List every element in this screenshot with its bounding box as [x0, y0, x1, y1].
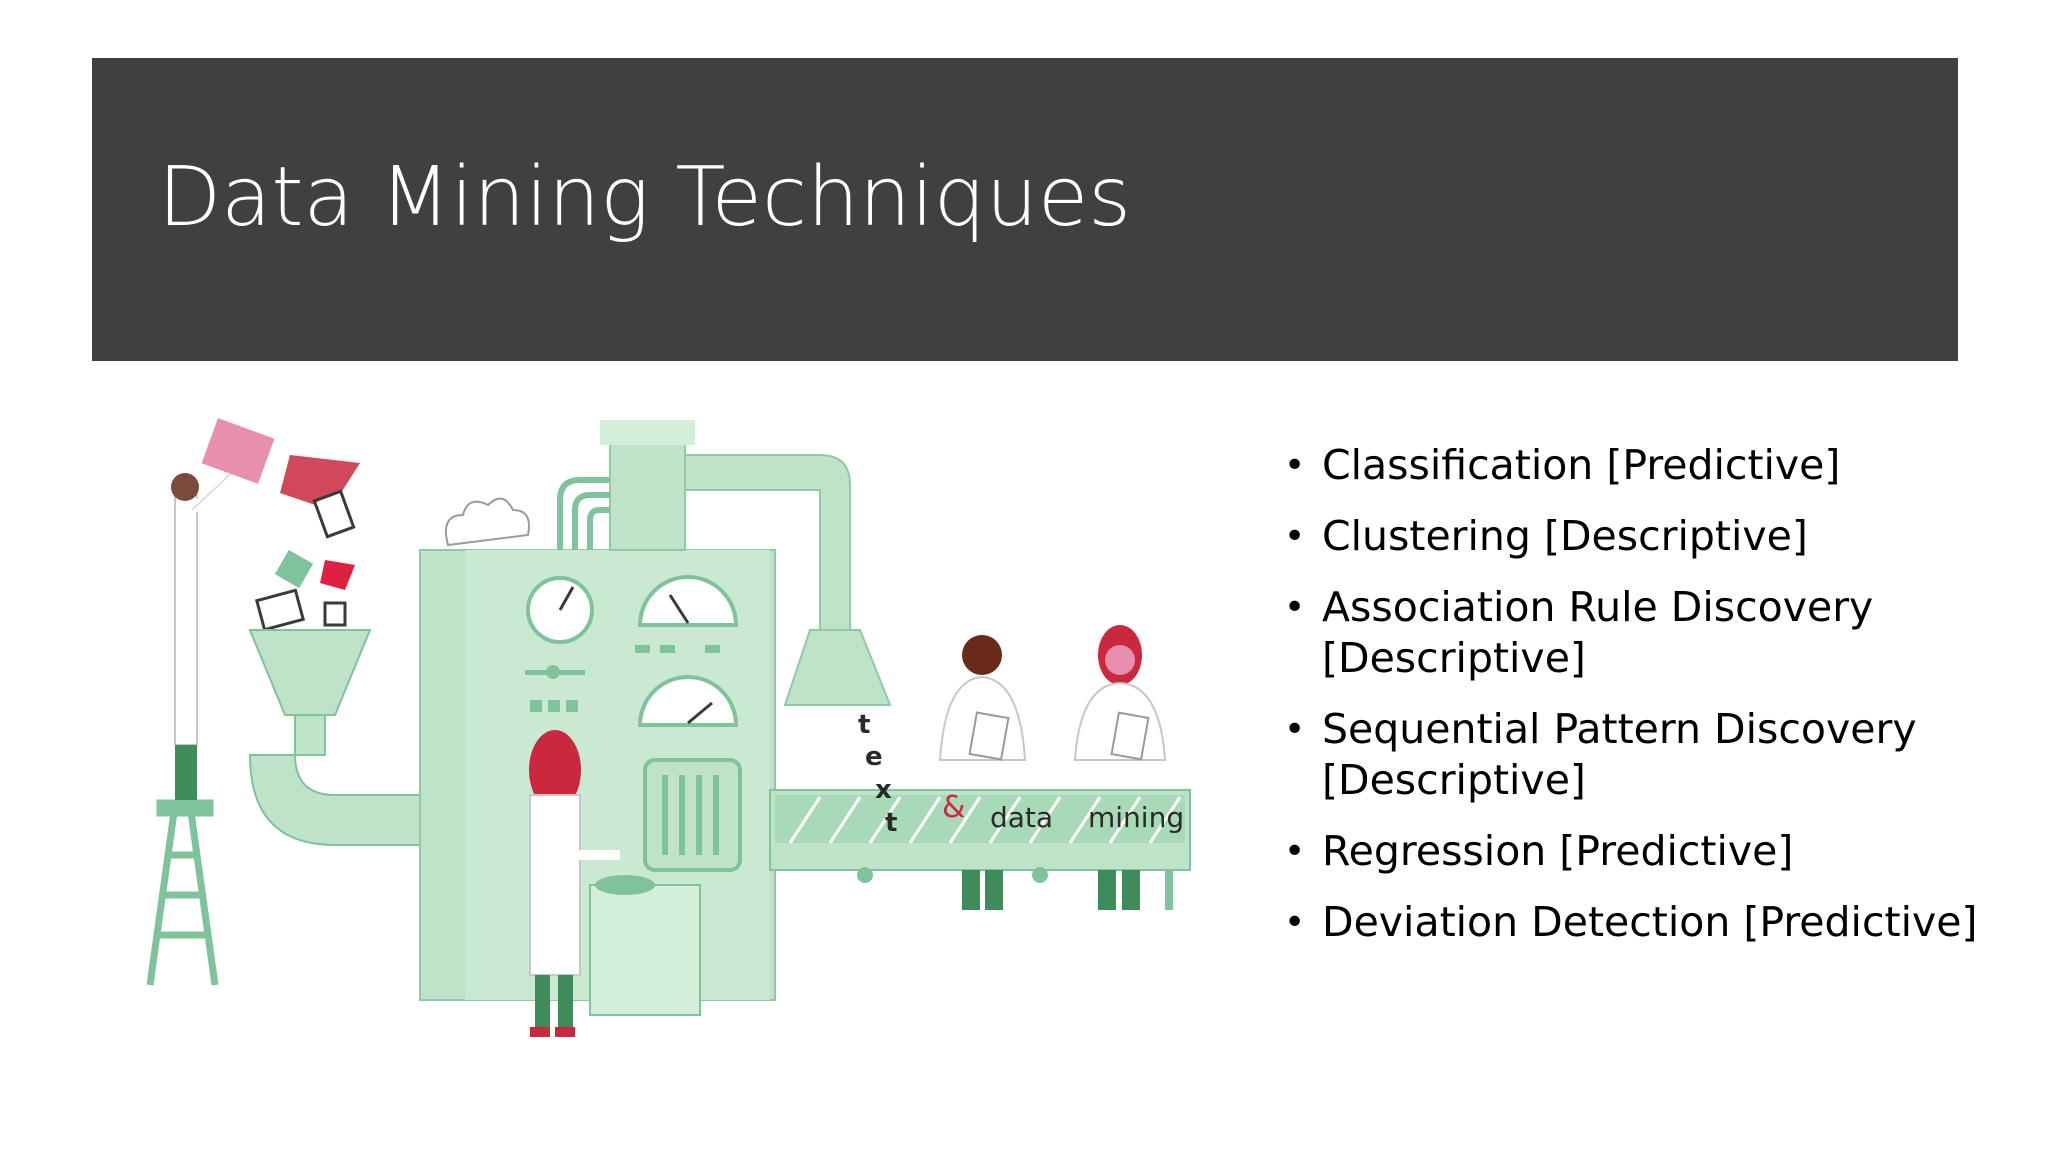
list-item: • Association Rule Discovery [Descriptiv… — [1280, 582, 1980, 684]
man-on-ladder — [171, 461, 244, 800]
woman-at-machine — [529, 730, 620, 1037]
list-item: • Clustering [Descriptive] — [1280, 511, 1980, 562]
ampersand: & — [942, 790, 965, 825]
bullet-glyph: • — [1284, 516, 1306, 557]
list-item: • Deviation Detection [Predictive] — [1280, 897, 1980, 948]
slide-title: Data Mining Techniques — [158, 150, 1131, 245]
letter-x: x — [875, 775, 892, 805]
letter-t2: t — [885, 808, 897, 838]
list-item: • Regression [Predictive] — [1280, 826, 1980, 877]
list-item-label: Regression [Predictive] — [1322, 827, 1794, 875]
letter-t1: t — [858, 710, 870, 740]
stepladder — [146, 799, 219, 986]
technique-list: • Classification [Predictive] • Clusteri… — [1280, 440, 1980, 968]
list-item-label: Deviation Detection [Predictive] — [1322, 898, 1978, 946]
list-item: • Sequential Pattern Discovery [Descript… — [1280, 704, 1980, 806]
illustration-caption: t e x t & data mining — [858, 710, 1184, 838]
letter-e: e — [865, 742, 883, 772]
scientist-woman — [1073, 625, 1167, 910]
bullet-glyph: • — [1284, 587, 1306, 628]
list-item-label: Association Rule Discovery [Descriptive] — [1322, 583, 1874, 682]
bullet-glyph: • — [1284, 831, 1306, 872]
list-item: • Classification [Predictive] — [1280, 440, 1980, 491]
word-mining: mining — [1088, 801, 1184, 834]
list-item-label: Clustering [Descriptive] — [1322, 512, 1808, 560]
list-item-label: Sequential Pattern Discovery [Descriptiv… — [1322, 705, 1917, 804]
flying-items — [201, 418, 360, 632]
title-bar — [92, 58, 1958, 361]
conveyor-belt — [769, 789, 1191, 910]
bullet-glyph: • — [1284, 902, 1306, 943]
scientist-man — [938, 635, 1027, 910]
bullet-glyph: • — [1284, 445, 1306, 486]
machine — [419, 420, 892, 1016]
word-data: data — [990, 801, 1053, 834]
data-mining-illustration: t e x t & data mining — [146, 418, 1191, 1037]
bullet-glyph: • — [1284, 709, 1306, 750]
list-item-label: Classification [Predictive] — [1322, 441, 1841, 489]
